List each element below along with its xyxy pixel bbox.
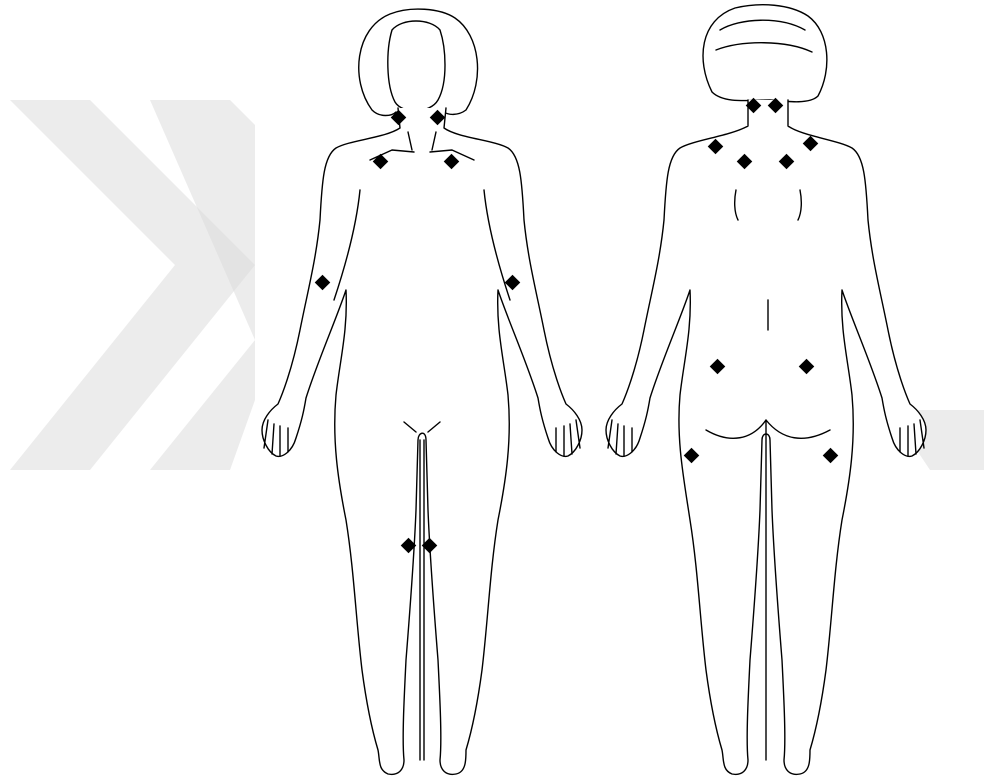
front-figure [262,9,582,774]
back-hair [703,5,827,102]
front-face [388,21,445,111]
front-body-outline [262,108,582,774]
back-hair-strands [716,20,812,52]
back-figure [606,5,926,775]
front-hair [359,9,478,115]
